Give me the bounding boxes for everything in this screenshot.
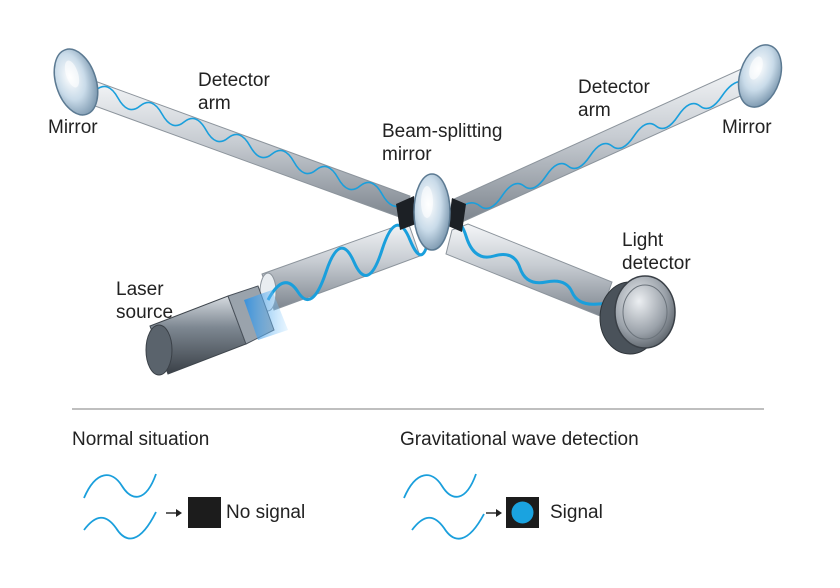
beam-wave-input <box>266 223 432 301</box>
no-signal-box <box>188 497 221 528</box>
beam-splitting-mirror-device <box>396 173 466 251</box>
label-detector-arm-right-line2: arm <box>578 100 611 121</box>
legend-normal-result: No signal <box>226 502 305 523</box>
beam-wave-right-arm <box>457 80 747 211</box>
label-mirror-right: Mirror <box>722 117 772 138</box>
laser-glow <box>244 290 288 340</box>
beam-wave-left-arm <box>95 85 405 208</box>
laser-source-device <box>145 285 288 376</box>
label-detector-arm-left-line2: arm <box>198 93 231 114</box>
legend-normal-title: Normal situation <box>72 429 209 450</box>
legend-gravitational: Gravitational wave detection Signal <box>400 429 639 540</box>
mirror-right-device <box>737 44 783 108</box>
label-detector-arm-right-line1: Detector <box>578 77 650 98</box>
detector-output-arm <box>439 218 613 317</box>
legend-gravitational-title: Gravitational wave detection <box>400 429 639 450</box>
light-detector-device <box>599 275 676 355</box>
label-light-detector-line1: Light <box>622 230 664 251</box>
legend-grav-wave-top <box>403 473 477 499</box>
label-detector-arm-left-line1: Detector <box>198 70 270 91</box>
arrow-icon <box>486 509 502 517</box>
arrow-icon <box>166 509 182 517</box>
label-laser-source-line1: Laser <box>116 279 164 300</box>
beam-wave-output <box>439 218 613 317</box>
legend-normal-wave-top <box>83 473 157 499</box>
legend-normal: Normal situation No signal <box>72 429 305 540</box>
legend-grav-wave-bottom <box>411 513 485 540</box>
legend-gravitational-result: Signal <box>550 502 603 523</box>
detector-arm-left <box>83 79 411 219</box>
label-mirror-left: Mirror <box>48 117 98 138</box>
signal-dot-icon <box>511 501 534 524</box>
label-beam-splitter-line2: mirror <box>382 144 432 165</box>
label-light-detector-line2: detector <box>622 253 691 274</box>
legend-normal-wave-bottom <box>83 511 157 540</box>
laser-input-arm <box>259 221 432 312</box>
label-beam-splitter-line1: Beam-splitting <box>382 121 502 142</box>
mirror-left-device <box>53 48 99 116</box>
label-laser-source-line2: source <box>116 302 173 323</box>
